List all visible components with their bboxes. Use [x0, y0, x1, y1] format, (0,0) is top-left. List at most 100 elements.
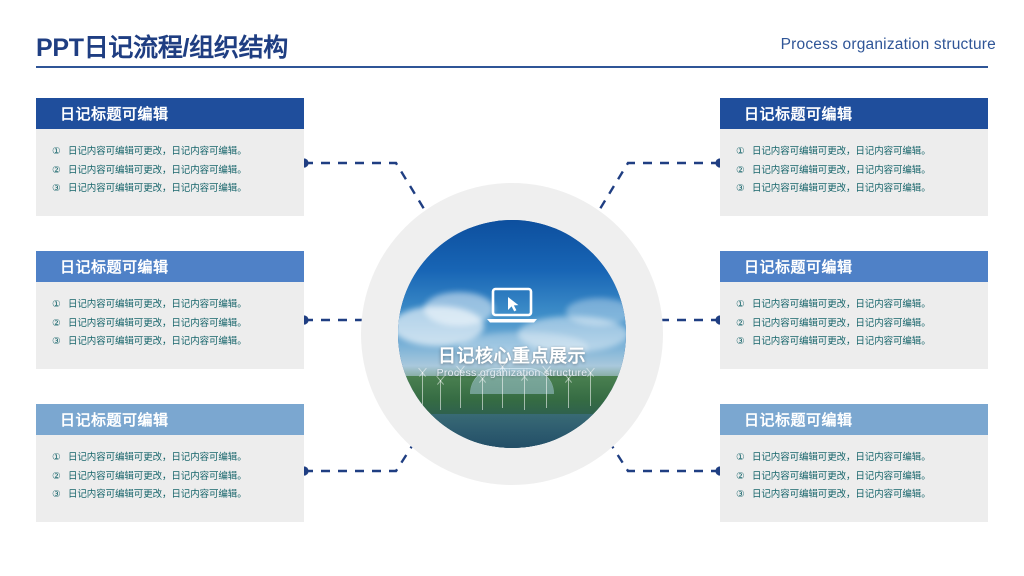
- list-item: ③ 日记内容可编辑可更改，日记内容可编辑。: [736, 184, 978, 194]
- wind-turbine-icon: [502, 366, 503, 408]
- card-left-3[interactable]: 日记标题可编辑 ① 日记内容可编辑可更改，日记内容可编辑。 ② 日记内容可编辑可…: [36, 404, 304, 522]
- bullet-number: ①: [52, 452, 61, 463]
- bullet-number: ②: [52, 317, 61, 329]
- list-item: ① 日记内容可编辑可更改，日记内容可编辑。: [736, 300, 978, 310]
- bullet-text: 日记内容可编辑可更改，日记内容可编辑。: [68, 164, 247, 176]
- list-item: ③ 日记内容可编辑可更改，日记内容可编辑。: [736, 337, 978, 347]
- card-header: 日记标题可编辑: [720, 404, 988, 435]
- card-header: 日记标题可编辑: [720, 251, 988, 282]
- center-title: 日记核心重点展示: [438, 346, 586, 366]
- bullet-text: 日记内容可编辑可更改，日记内容可编辑。: [752, 164, 931, 176]
- bullet-number: ②: [736, 470, 745, 482]
- bullet-number: ③: [736, 336, 745, 347]
- laptop-cursor-icon: [487, 287, 537, 323]
- wind-turbine-icon: [568, 378, 569, 408]
- bullet-number: ①: [736, 452, 745, 463]
- bullet-number: ③: [736, 489, 745, 500]
- wind-turbine-icon: [482, 378, 483, 410]
- card-title: 日记标题可编辑: [744, 106, 853, 123]
- bullet-text: 日记内容可编辑可更改，日记内容可编辑。: [68, 489, 247, 500]
- card-header: 日记标题可编辑: [36, 98, 304, 129]
- card-right-1[interactable]: 日记标题可编辑 ① 日记内容可编辑可更改，日记内容可编辑。 ② 日记内容可编辑可…: [720, 98, 988, 216]
- list-item: ① 日记内容可编辑可更改，日记内容可编辑。: [736, 147, 978, 157]
- card-body: ① 日记内容可编辑可更改，日记内容可编辑。 ② 日记内容可编辑可更改，日记内容可…: [720, 435, 988, 522]
- list-item: ① 日记内容可编辑可更改，日记内容可编辑。: [52, 453, 294, 463]
- bullet-text: 日记内容可编辑可更改，日记内容可编辑。: [68, 317, 247, 329]
- card-title: 日记标题可编辑: [60, 106, 169, 123]
- bullet-text: 日记内容可编辑可更改，日记内容可编辑。: [752, 489, 931, 500]
- list-item: ② 日记内容可编辑可更改，日记内容可编辑。: [52, 317, 294, 329]
- cloud-shape: [424, 292, 494, 326]
- bullet-text: 日记内容可编辑可更改，日记内容可编辑。: [68, 146, 247, 157]
- card-left-1[interactable]: 日记标题可编辑 ① 日记内容可编辑可更改，日记内容可编辑。 ② 日记内容可编辑可…: [36, 98, 304, 216]
- bullet-text: 日记内容可编辑可更改，日记内容可编辑。: [752, 317, 931, 329]
- title-divider: [36, 66, 988, 68]
- list-item: ① 日记内容可编辑可更改，日记内容可编辑。: [52, 300, 294, 310]
- bullet-number: ①: [736, 299, 745, 310]
- cloud-shape: [398, 306, 484, 346]
- header-subtitle-en: Process organization structure: [780, 36, 996, 53]
- list-item: ③ 日记内容可编辑可更改，日记内容可编辑。: [736, 490, 978, 500]
- bullet-text: 日记内容可编辑可更改，日记内容可编辑。: [752, 470, 931, 482]
- slide-header: PPT日记流程/组织结构 Process organization struct…: [0, 0, 1024, 78]
- list-item: ③ 日记内容可编辑可更改，日记内容可编辑。: [52, 490, 294, 500]
- wind-turbine-icon: [422, 372, 423, 408]
- bullet-text: 日记内容可编辑可更改，日记内容可编辑。: [68, 299, 247, 310]
- card-title: 日记标题可编辑: [60, 259, 169, 276]
- connector-right-2: [654, 315, 725, 325]
- card-right-3[interactable]: 日记标题可编辑 ① 日记内容可编辑可更改，日记内容可编辑。 ② 日记内容可编辑可…: [720, 404, 988, 522]
- wind-turbine-icon: [524, 376, 525, 410]
- card-right-2[interactable]: 日记标题可编辑 ① 日记内容可编辑可更改，日记内容可编辑。 ② 日记内容可编辑可…: [720, 251, 988, 369]
- bullet-number: ③: [52, 336, 61, 347]
- list-item: ② 日记内容可编辑可更改，日记内容可编辑。: [52, 470, 294, 482]
- bullet-text: 日记内容可编辑可更改，日记内容可编辑。: [68, 183, 247, 194]
- card-left-2[interactable]: 日记标题可编辑 ① 日记内容可编辑可更改，日记内容可编辑。 ② 日记内容可编辑可…: [36, 251, 304, 369]
- list-item: ③ 日记内容可编辑可更改，日记内容可编辑。: [52, 337, 294, 347]
- list-item: ② 日记内容可编辑可更改，日记内容可编辑。: [736, 317, 978, 329]
- card-body: ① 日记内容可编辑可更改，日记内容可编辑。 ② 日记内容可编辑可更改，日记内容可…: [720, 282, 988, 369]
- card-title: 日记标题可编辑: [744, 412, 853, 429]
- card-header: 日记标题可编辑: [36, 404, 304, 435]
- cloud-shape: [566, 298, 626, 326]
- cloud-shape: [458, 332, 588, 362]
- bullet-text: 日记内容可编辑可更改，日记内容可编辑。: [752, 146, 931, 157]
- list-item: ② 日记内容可编辑可更改，日记内容可编辑。: [736, 164, 978, 176]
- bullet-number: ②: [52, 470, 61, 482]
- page-title: PPT日记流程/组织结构: [36, 34, 288, 62]
- bullet-text: 日记内容可编辑可更改，日记内容可编辑。: [68, 336, 247, 347]
- list-item: ③ 日记内容可编辑可更改，日记内容可编辑。: [52, 184, 294, 194]
- bullet-text: 日记内容可编辑可更改，日记内容可编辑。: [752, 336, 931, 347]
- center-subtitle: Process organization structure: [436, 367, 588, 379]
- bullet-number: ①: [52, 146, 61, 157]
- card-header: 日记标题可编辑: [720, 98, 988, 129]
- bullet-text: 日记内容可编辑可更改，日记内容可编辑。: [752, 183, 931, 194]
- bullet-number: ②: [736, 317, 745, 329]
- bullet-number: ①: [52, 299, 61, 310]
- wind-turbine-icon: [590, 372, 591, 406]
- wind-turbine-icon: [440, 380, 441, 410]
- water-reflection: [398, 414, 626, 448]
- list-item: ② 日记内容可编辑可更改，日记内容可编辑。: [52, 164, 294, 176]
- bullet-text: 日记内容可编辑可更改，日记内容可编辑。: [68, 470, 247, 482]
- card-body: ① 日记内容可编辑可更改，日记内容可编辑。 ② 日记内容可编辑可更改，日记内容可…: [36, 435, 304, 522]
- list-item: ① 日记内容可编辑可更改，日记内容可编辑。: [52, 147, 294, 157]
- bullet-number: ②: [52, 164, 61, 176]
- bullet-text: 日记内容可编辑可更改，日记内容可编辑。: [752, 452, 931, 463]
- card-body: ① 日记内容可编辑可更改，日记内容可编辑。 ② 日记内容可编辑可更改，日记内容可…: [36, 282, 304, 369]
- bullet-number: ②: [736, 164, 745, 176]
- center-hub: 日记核心重点展示 Process organization structure: [361, 183, 663, 485]
- card-title: 日记标题可编辑: [744, 259, 853, 276]
- card-title: 日记标题可编辑: [60, 412, 169, 429]
- list-item: ② 日记内容可编辑可更改，日记内容可编辑。: [736, 470, 978, 482]
- bullet-number: ③: [736, 183, 745, 194]
- connector-left-2: [299, 315, 370, 325]
- bullet-number: ③: [52, 183, 61, 194]
- bullet-text: 日记内容可编辑可更改，日记内容可编辑。: [752, 299, 931, 310]
- bullet-text: 日记内容可编辑可更改，日记内容可编辑。: [68, 452, 247, 463]
- wind-turbine-icon: [460, 370, 461, 408]
- center-photo: 日记核心重点展示 Process organization structure: [398, 220, 626, 448]
- wind-turbine-icon: [546, 370, 547, 408]
- card-header: 日记标题可编辑: [36, 251, 304, 282]
- cloud-shape: [518, 316, 626, 352]
